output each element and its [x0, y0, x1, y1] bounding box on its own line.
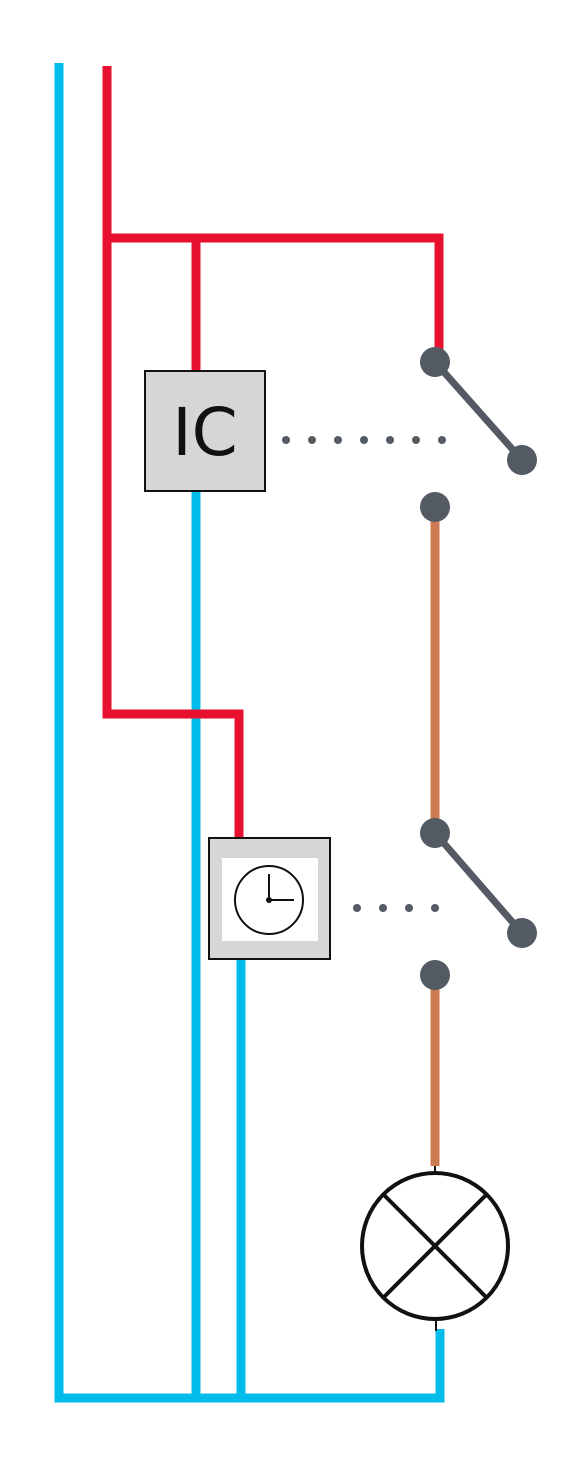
ic-box [144, 370, 266, 492]
contact-pivot [420, 347, 450, 377]
clock-icon [234, 865, 304, 935]
ic-label: IC [172, 394, 238, 471]
contact-fixed [420, 492, 450, 522]
contact-arm [431, 829, 526, 937]
lamp-cross-icon [360, 1166, 510, 1331]
contact-pivot [420, 818, 450, 848]
live-wires [102, 66, 444, 838]
live-switch-feed-wire [107, 233, 444, 358]
contact-arm [431, 358, 526, 464]
ic-module: IC [144, 370, 266, 492]
lamp-cross-b [381, 1192, 489, 1300]
ic-linkage-dots [282, 436, 446, 444]
ic-relay-contact [420, 347, 537, 522]
timer-relay-contact [420, 818, 537, 990]
contact-fixed [420, 960, 450, 990]
timer-module [208, 837, 331, 960]
neutral-main-wire [54, 63, 445, 1403]
live-main-wire [102, 66, 244, 838]
contact-end [507, 445, 537, 475]
timer-linkage-dots [353, 904, 439, 912]
contact-end [507, 918, 537, 948]
neutral-wires [54, 63, 445, 1403]
